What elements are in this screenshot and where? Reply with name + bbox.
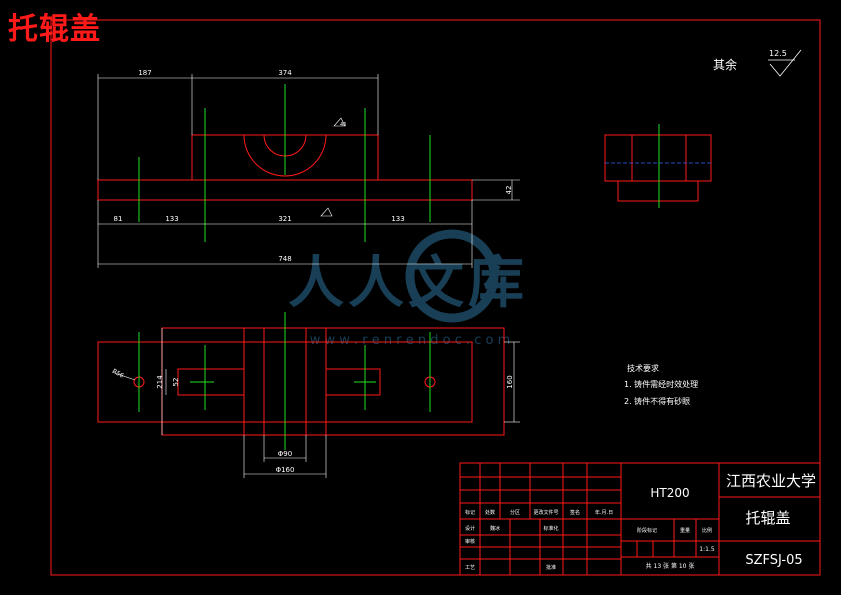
scale: 1:1.5 [699, 546, 715, 553]
front-dim-texts: 187 374 81 133 321 133 748 42 46 [114, 69, 513, 263]
watermark-circle [405, 229, 499, 323]
side-lower [617, 180, 699, 202]
top-dimensions [111, 328, 520, 478]
front-centerlines [138, 84, 431, 242]
cell-check: 审核 [465, 538, 475, 545]
title-block-texts: HT200 江西农业大学 托辊盖 SZFSJ-05 1:1.5 共 13 张 第… [465, 472, 816, 571]
dim-42: 42 [505, 186, 513, 195]
side-upper [604, 134, 712, 182]
material: HT200 [650, 486, 689, 500]
dim-214: 214 [156, 375, 164, 389]
cell-designer-name: 魏冰 [490, 525, 500, 532]
cell-mark: 标记 [465, 509, 475, 516]
top-centerlines [138, 312, 431, 450]
watermark-url: w w w . r e n r e n d o c . c o m [310, 333, 511, 348]
dim-374: 374 [278, 69, 292, 77]
front-base-plate [97, 179, 473, 201]
dim-748: 748 [278, 255, 291, 263]
dim-187: 187 [138, 69, 151, 77]
cell-designer: 设计 [465, 525, 475, 532]
title-block [459, 462, 821, 576]
dim-r: R56 [111, 368, 125, 380]
dim-133a: 133 [165, 215, 178, 223]
cell-approve: 批准 [546, 564, 556, 571]
surface-roughness-value: 12.5 [769, 49, 787, 58]
cell-count: 处数 [485, 509, 495, 516]
dim-81: 81 [114, 215, 123, 223]
part-name: 托辊盖 [745, 509, 790, 527]
sheet-info: 共 13 张 第 10 张 [646, 562, 695, 570]
front-dimensions [97, 74, 520, 268]
dim-phi160: Φ160 [276, 466, 295, 474]
page-title: 托辊盖 [8, 12, 101, 47]
drawing-border [50, 19, 821, 576]
surface-note-label: 其余 [713, 57, 737, 72]
tech-req-heading: 技术要求 [627, 363, 659, 373]
cell-change-doc: 更改文件号 [533, 509, 558, 516]
university: 江西农业大学 [726, 472, 816, 490]
cell-sign: 签名 [570, 509, 580, 516]
drawing-no: SZFSJ-05 [745, 553, 802, 568]
top-slot-right [325, 368, 381, 396]
top-slot-left [177, 368, 245, 396]
dim-160: 160 [506, 375, 514, 388]
watermark: 人人文库 w w w . r e n r e n d o c . c o m [288, 229, 528, 348]
top-dim-texts: 214 52 160 Φ90 Φ160 R56 [111, 368, 514, 474]
cell-date: 年.月.日 [595, 509, 613, 516]
cell-standardize: 标准化 [543, 525, 558, 532]
cell-stage: 阶段标记 [637, 527, 657, 534]
dim-52: 52 [172, 378, 180, 387]
side-view [604, 134, 712, 202]
cell-weight: 重量 [680, 527, 690, 534]
cell-zone: 分区 [510, 509, 520, 516]
tech-req-item-1: 1. 铸件需经时效处理 [624, 379, 698, 389]
cell-scale-label: 比例 [702, 527, 712, 534]
dim-46: 46 [340, 122, 346, 128]
watermark-brand: 人人文库 [288, 251, 528, 316]
dim-321: 321 [278, 215, 291, 223]
dim-phi90: Φ90 [278, 450, 292, 458]
tech-req-item-2: 2. 铸件不得有砂眼 [624, 396, 690, 406]
cell-process: 工艺 [465, 565, 475, 571]
roughness-symbol [768, 49, 802, 77]
dim-133b: 133 [391, 215, 404, 223]
